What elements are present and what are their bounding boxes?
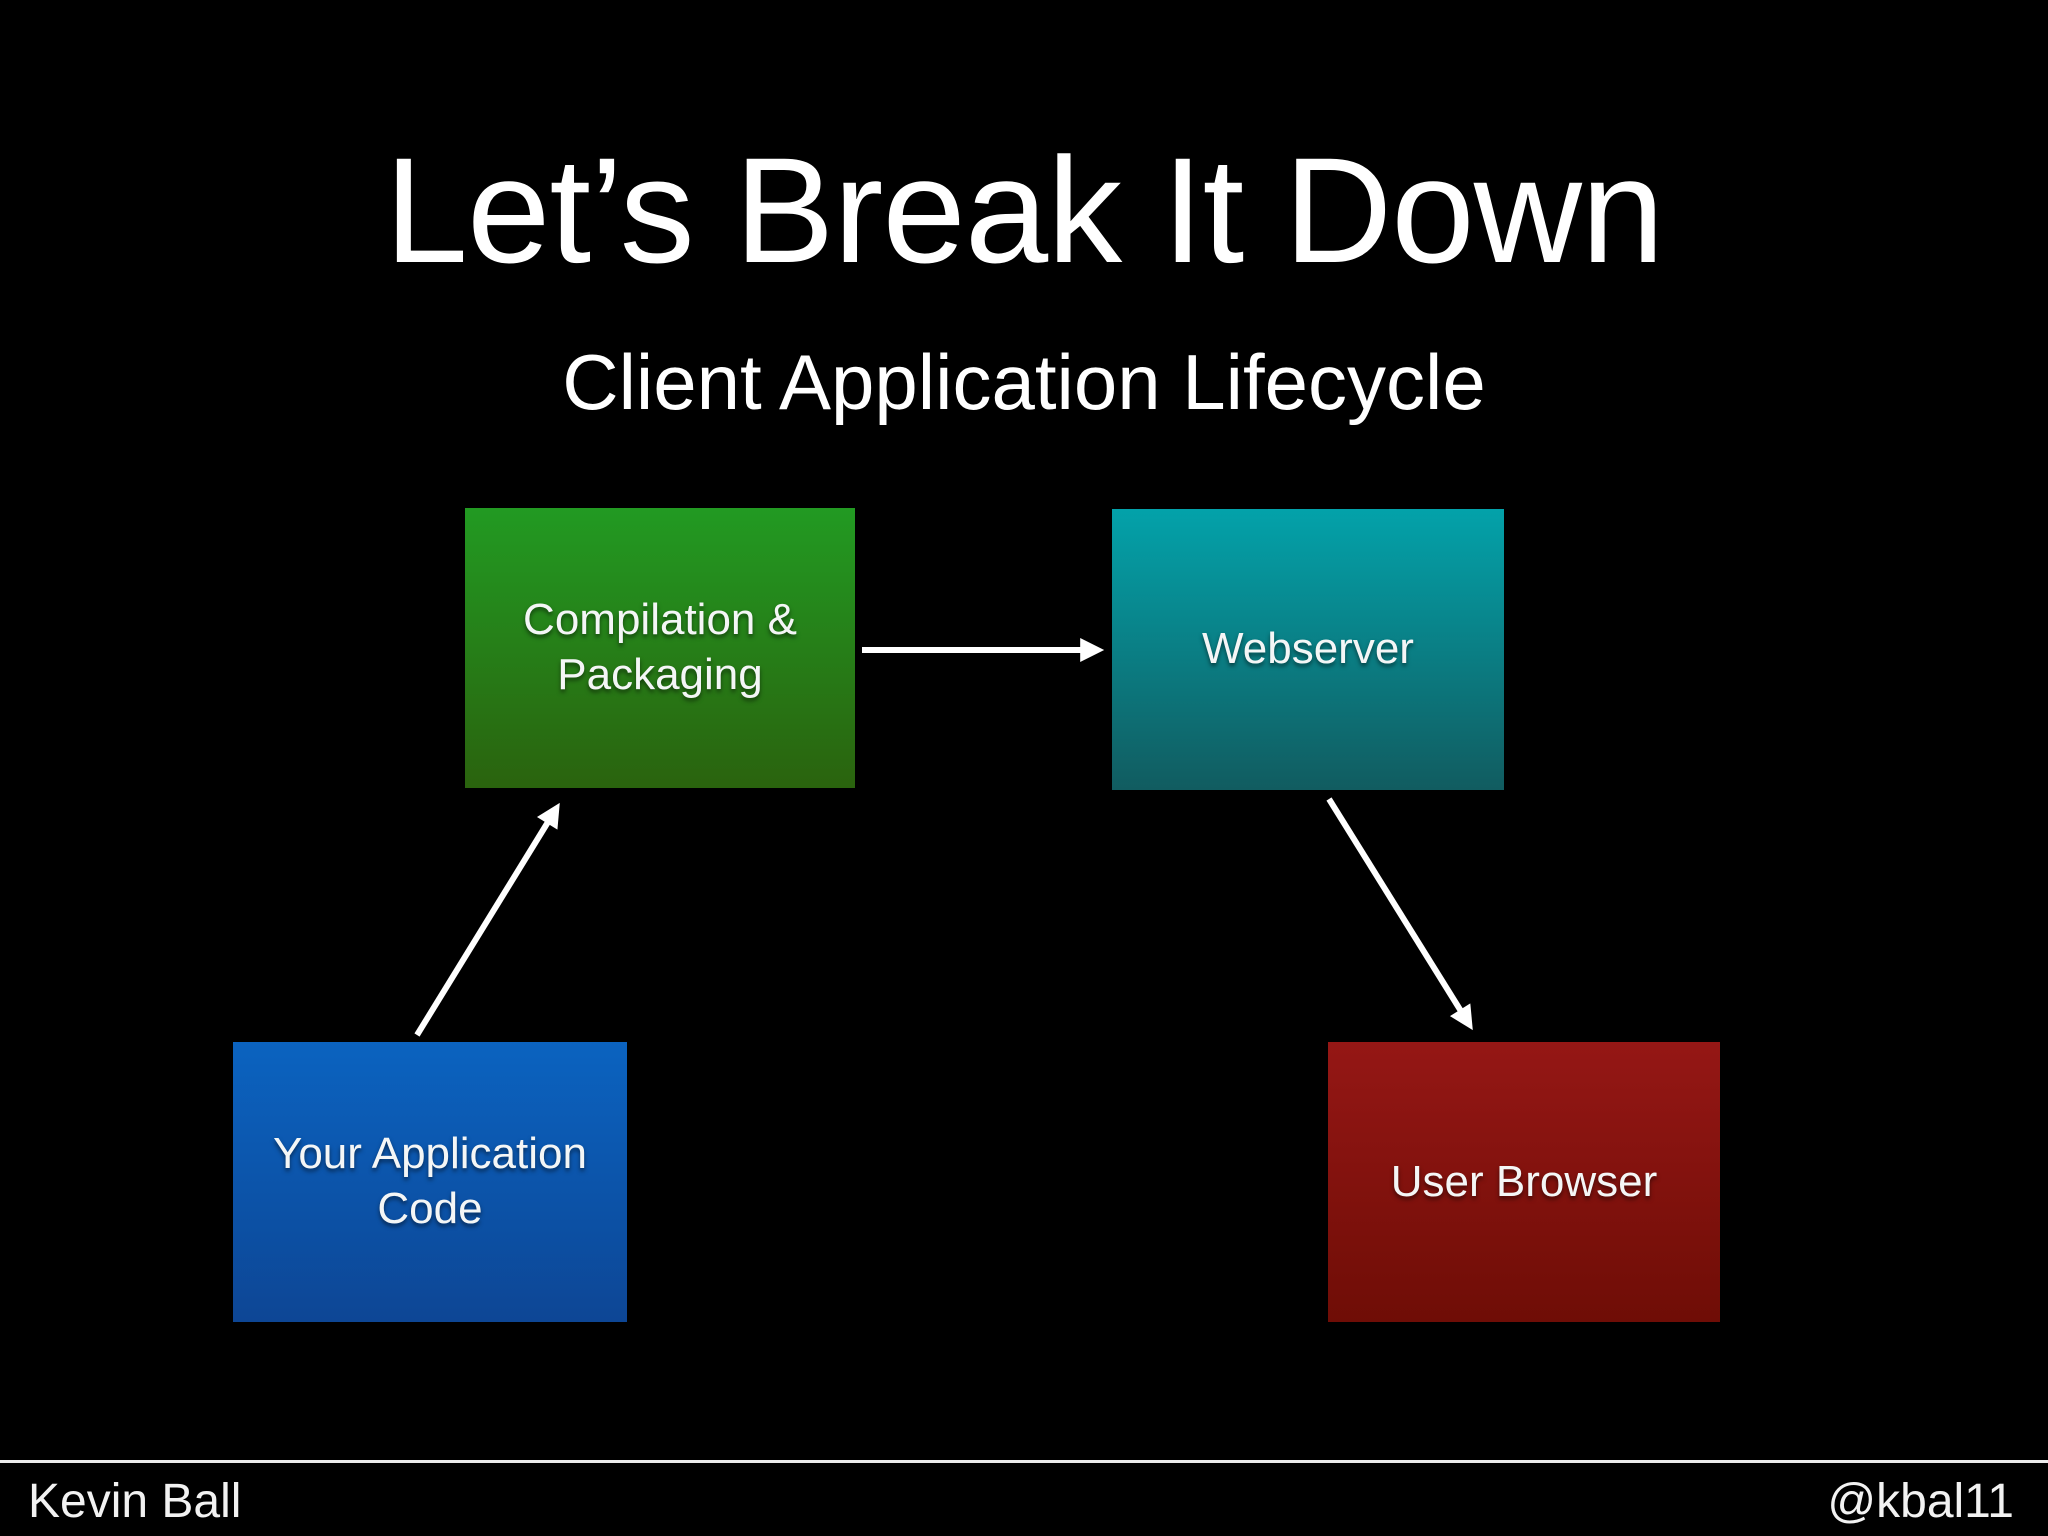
slide-subtitle: Client Application Lifecycle xyxy=(562,338,1486,426)
footer-divider xyxy=(0,1460,2048,1463)
slide-title: Let’s Break It Down xyxy=(384,126,1665,294)
node-user-browser-label: User Browser xyxy=(1390,1156,1658,1206)
footer-twitter-handle: @kbal11 xyxy=(1827,1475,2014,1528)
node-your-application-code-label: Your Application Code xyxy=(273,1129,587,1233)
node-webserver-label: Webserver xyxy=(1202,624,1414,674)
arrow-webserver-to-browser-icon xyxy=(1326,797,1473,1031)
node-webserver: Webserver xyxy=(1112,509,1504,790)
node-compilation-packaging: Compilation & Packaging xyxy=(465,508,855,788)
node-user-browser: User Browser xyxy=(1328,1042,1720,1322)
node-compilation-packaging-label: Compilation & Packaging xyxy=(523,595,797,699)
arrow-code-to-compilation-icon xyxy=(414,802,560,1037)
node-your-application-code: Your Application Code xyxy=(233,1042,627,1322)
footer-author: Kevin Ball xyxy=(28,1475,242,1528)
